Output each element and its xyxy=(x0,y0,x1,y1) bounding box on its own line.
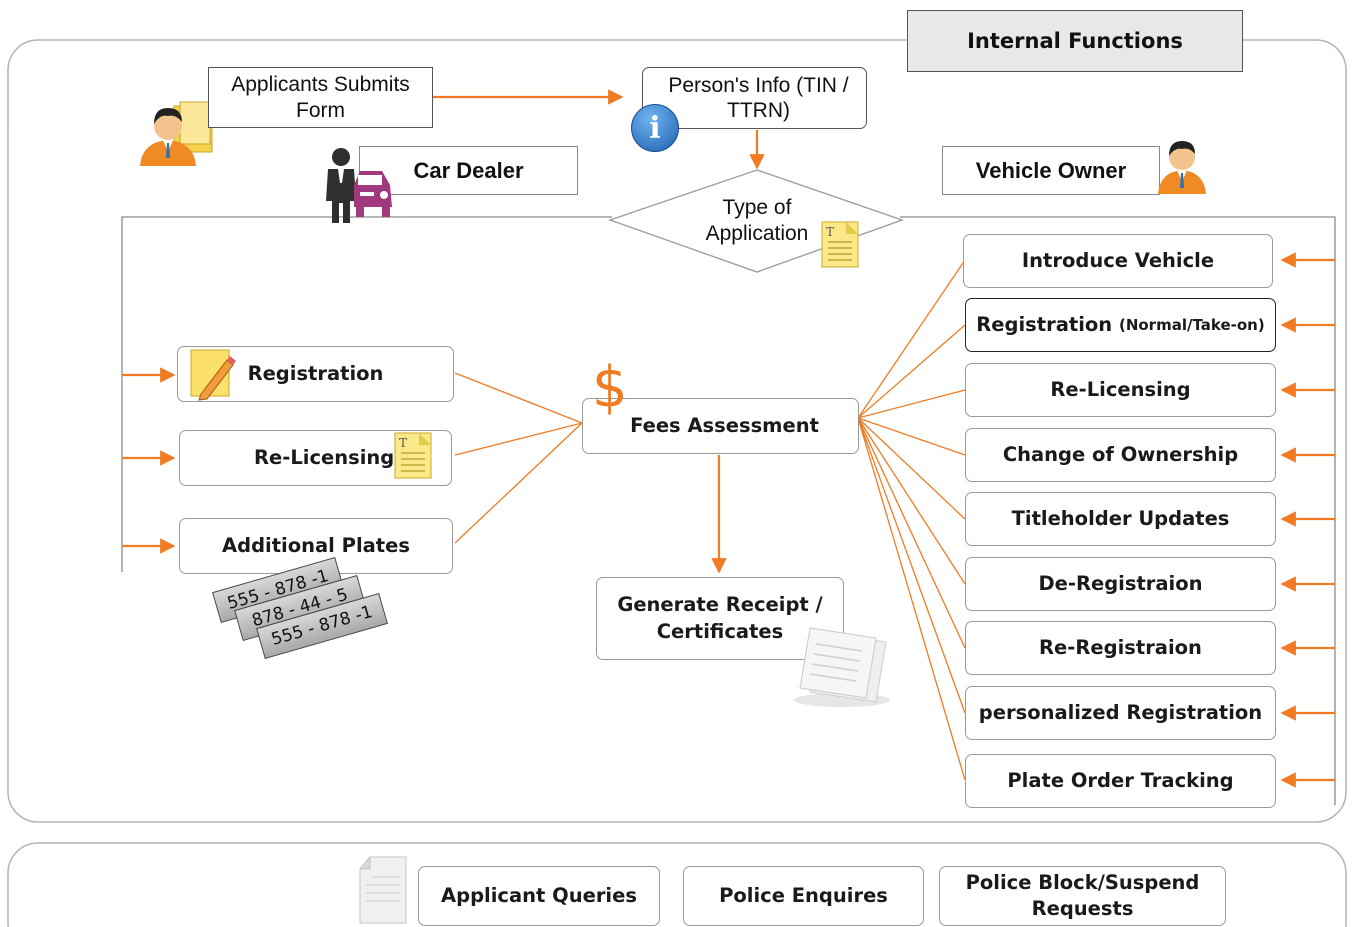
owner-function-box: personalized Registration xyxy=(965,686,1276,740)
police-enquires-label: Police Enquires xyxy=(719,883,888,907)
owner-bracket xyxy=(900,216,1336,805)
svg-text:T: T xyxy=(826,225,834,239)
vehicle-owner-label-box: Vehicle Owner xyxy=(942,146,1160,195)
dealer-additional-plates-label: Additional Plates xyxy=(222,533,410,557)
applicant-submits-form-box: Applicants Submits Form xyxy=(208,67,433,128)
police-block-label: Police Block/Suspend Requests xyxy=(965,870,1200,920)
owner-function-label: Change of Ownership xyxy=(1002,442,1239,466)
vehicle-owner-label: Vehicle Owner xyxy=(975,157,1127,183)
info-icon: i xyxy=(631,104,679,152)
police-block-box: Police Block/Suspend Requests xyxy=(939,866,1226,926)
pencil-document-icon xyxy=(190,349,236,401)
fees-assessment-label: Fees Assessment xyxy=(630,413,819,437)
owner-function-label: Plate Order Tracking xyxy=(1007,768,1234,792)
owner-function-box: Plate Order Tracking xyxy=(965,754,1276,808)
internal-functions-panel xyxy=(7,39,1347,823)
type-of-application-label-wrap: Type of Application xyxy=(682,191,832,251)
applicant-submits-form-label: Applicants Submits Form xyxy=(231,73,410,122)
car-dealer-label-box: Car Dealer xyxy=(359,146,578,195)
applicant-person-icon xyxy=(140,101,213,166)
car-dealer-icon xyxy=(326,148,392,223)
person-info-label: Person's Info (TIN / TTRN) xyxy=(668,73,849,122)
owner-function-label: Re-Licensing xyxy=(1050,377,1191,401)
owner-function-box: Introduce Vehicle xyxy=(963,234,1273,288)
applicant-queries-label: Applicant Queries xyxy=(441,883,637,907)
fees-assessment-box: Fees Assessment xyxy=(582,398,859,454)
owner-function-box: De-Registraion xyxy=(965,557,1276,611)
car-dealer-label: Car Dealer xyxy=(413,157,524,183)
internal-functions-title: Internal Functions xyxy=(967,29,1183,53)
owner-function-label: De-Registraion xyxy=(1038,571,1203,595)
owner-function-label: Re-Registraion xyxy=(1039,635,1202,659)
queries-panel xyxy=(7,842,1347,927)
vehicle-owner-icon xyxy=(1158,141,1206,194)
owner-function-label: personalized Registration xyxy=(978,700,1263,724)
dealer-bracket xyxy=(121,216,612,572)
owner-function-box: Registration (Normal/Take-on) xyxy=(965,298,1276,352)
svg-text:T: T xyxy=(399,436,407,450)
person-info-box: Person's Info (TIN / TTRN) xyxy=(642,67,867,129)
dealer-relicensing-label: Re-Licensing xyxy=(254,445,395,469)
generate-receipt-label: Generate Receipt / Certificates xyxy=(617,593,823,643)
owner-function-box: Change of Ownership xyxy=(965,428,1276,482)
generate-receipt-box: Generate Receipt / Certificates xyxy=(596,577,844,660)
type-of-application-label: Type of Application xyxy=(705,195,809,245)
blank-document-icon xyxy=(358,855,407,924)
owner-function-box: Re-Registraion xyxy=(965,621,1276,675)
certificates-icon xyxy=(794,627,890,707)
relicensing-document-icon: T xyxy=(394,432,432,479)
police-enquires-box: Police Enquires xyxy=(683,866,924,926)
internal-functions-tab: Internal Functions xyxy=(907,10,1243,72)
dollar-icon: $ xyxy=(592,355,628,420)
applicant-queries-box: Applicant Queries xyxy=(418,866,660,926)
owner-function-label: Titleholder Updates xyxy=(1011,506,1230,530)
owner-function-box: Titleholder Updates xyxy=(965,492,1276,546)
type-of-application-diamond xyxy=(608,169,904,273)
info-icon-glyph: i xyxy=(649,110,661,146)
owner-function-label: Registration xyxy=(976,312,1113,336)
owner-function-sublabel: (Normal/Take-on) xyxy=(1118,315,1265,334)
owner-function-label: Introduce Vehicle xyxy=(1021,248,1215,272)
owner-function-box: Re-Licensing xyxy=(965,363,1276,417)
dealer-registration-label: Registration xyxy=(247,361,384,385)
document-icon: T xyxy=(821,221,859,268)
